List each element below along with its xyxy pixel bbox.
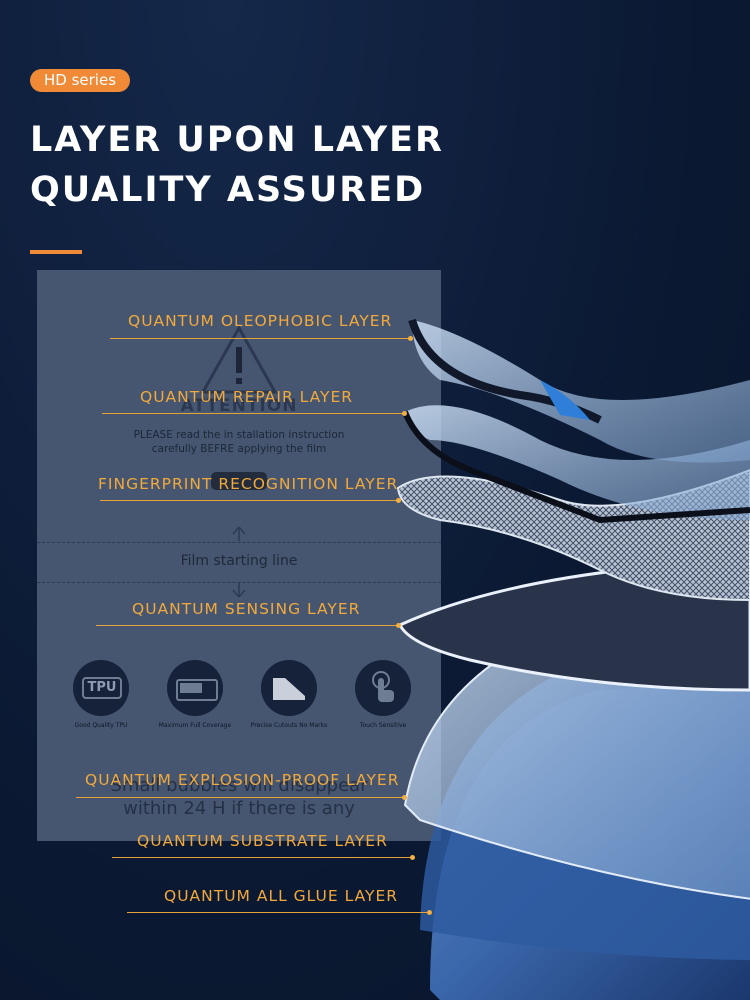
feature-touch: Touch Sensitive [343,660,423,729]
leader-dot [408,336,413,341]
leader-line [112,857,412,858]
feature-label: Precise Cutouts No Marks [250,722,328,729]
film-starting-line-label: Film starting line [180,553,298,569]
headline-line-1: LAYER UPON LAYER [30,120,444,160]
leader-dot [410,855,415,860]
headline-line-2: QUALITY ASSURED [30,170,426,210]
tab-pill [211,472,267,490]
layer-label-repair: QUANTUM REPAIR LAYER [140,388,354,406]
leader-line [110,338,410,339]
leader-line [102,413,404,414]
series-badge: HD series [30,69,131,92]
layer-label-substrate: QUANTUM SUBSTRATE LAYER [137,832,388,850]
feature-label: Good Quality TPU [74,722,128,729]
touch-icon [355,660,411,716]
sensing-layer-shape [397,558,750,692]
arrow-down-icon [232,583,246,598]
accent-bar [30,250,82,254]
bubbles-line-2: within 24 H if there is any [123,798,355,819]
layer-label-fingerprint: FINGERPRINT RECOGNITION LAYER [98,475,399,493]
full-coverage-icon [167,660,223,716]
tpu-icon: TPU [73,660,129,716]
feature-label: Maximum Full Coverage [158,722,232,729]
feature-coverage: Maximum Full Coverage [155,660,235,729]
arrow-up-icon [232,526,246,541]
leader-dot [396,498,401,503]
bubbles-line-1: Small bubbles will disappear [110,775,368,796]
instruction-line-2: carefully BEFRE applying the film [151,443,327,455]
repair-layer-shape [405,405,750,520]
tpu-text: TPU [82,677,122,699]
leader-dot [427,910,432,915]
dashed-line-bottom [37,582,441,583]
layer-label-all-glue: QUANTUM ALL GLUE LAYER [164,887,399,905]
leader-line [96,625,398,626]
dashed-line-top [37,542,441,543]
leader-line [100,500,398,501]
layer-label-sensing: QUANTUM SENSING LAYER [132,600,361,618]
feature-label: Touch Sensitive [359,722,407,729]
layer-label-oleophobic: QUANTUM OLEOPHOBIC LAYER [128,312,393,330]
oleophobic-layer-shape [412,320,750,463]
leader-line [76,797,404,798]
feature-cutout: Precise Cutouts No Marks [249,660,329,729]
leader-line [127,912,429,913]
instruction-card: ATTENTION PLEASE read the in stallation … [37,270,441,841]
leader-dot [402,411,407,416]
leader-dot [402,795,407,800]
attention-heading: ATTENTION [180,396,298,416]
cutout-icon [261,660,317,716]
layer-label-explosion-proof: QUANTUM EXPLOSION-PROOF LAYER [85,771,400,789]
leader-dot [396,623,401,628]
feature-tpu: TPU Good Quality TPU [61,660,141,729]
instruction-text: PLEASE read the in stallation instructio… [37,428,441,456]
instruction-line-1: PLEASE read the in stallation instructio… [133,429,345,441]
warning-icon [200,325,278,394]
